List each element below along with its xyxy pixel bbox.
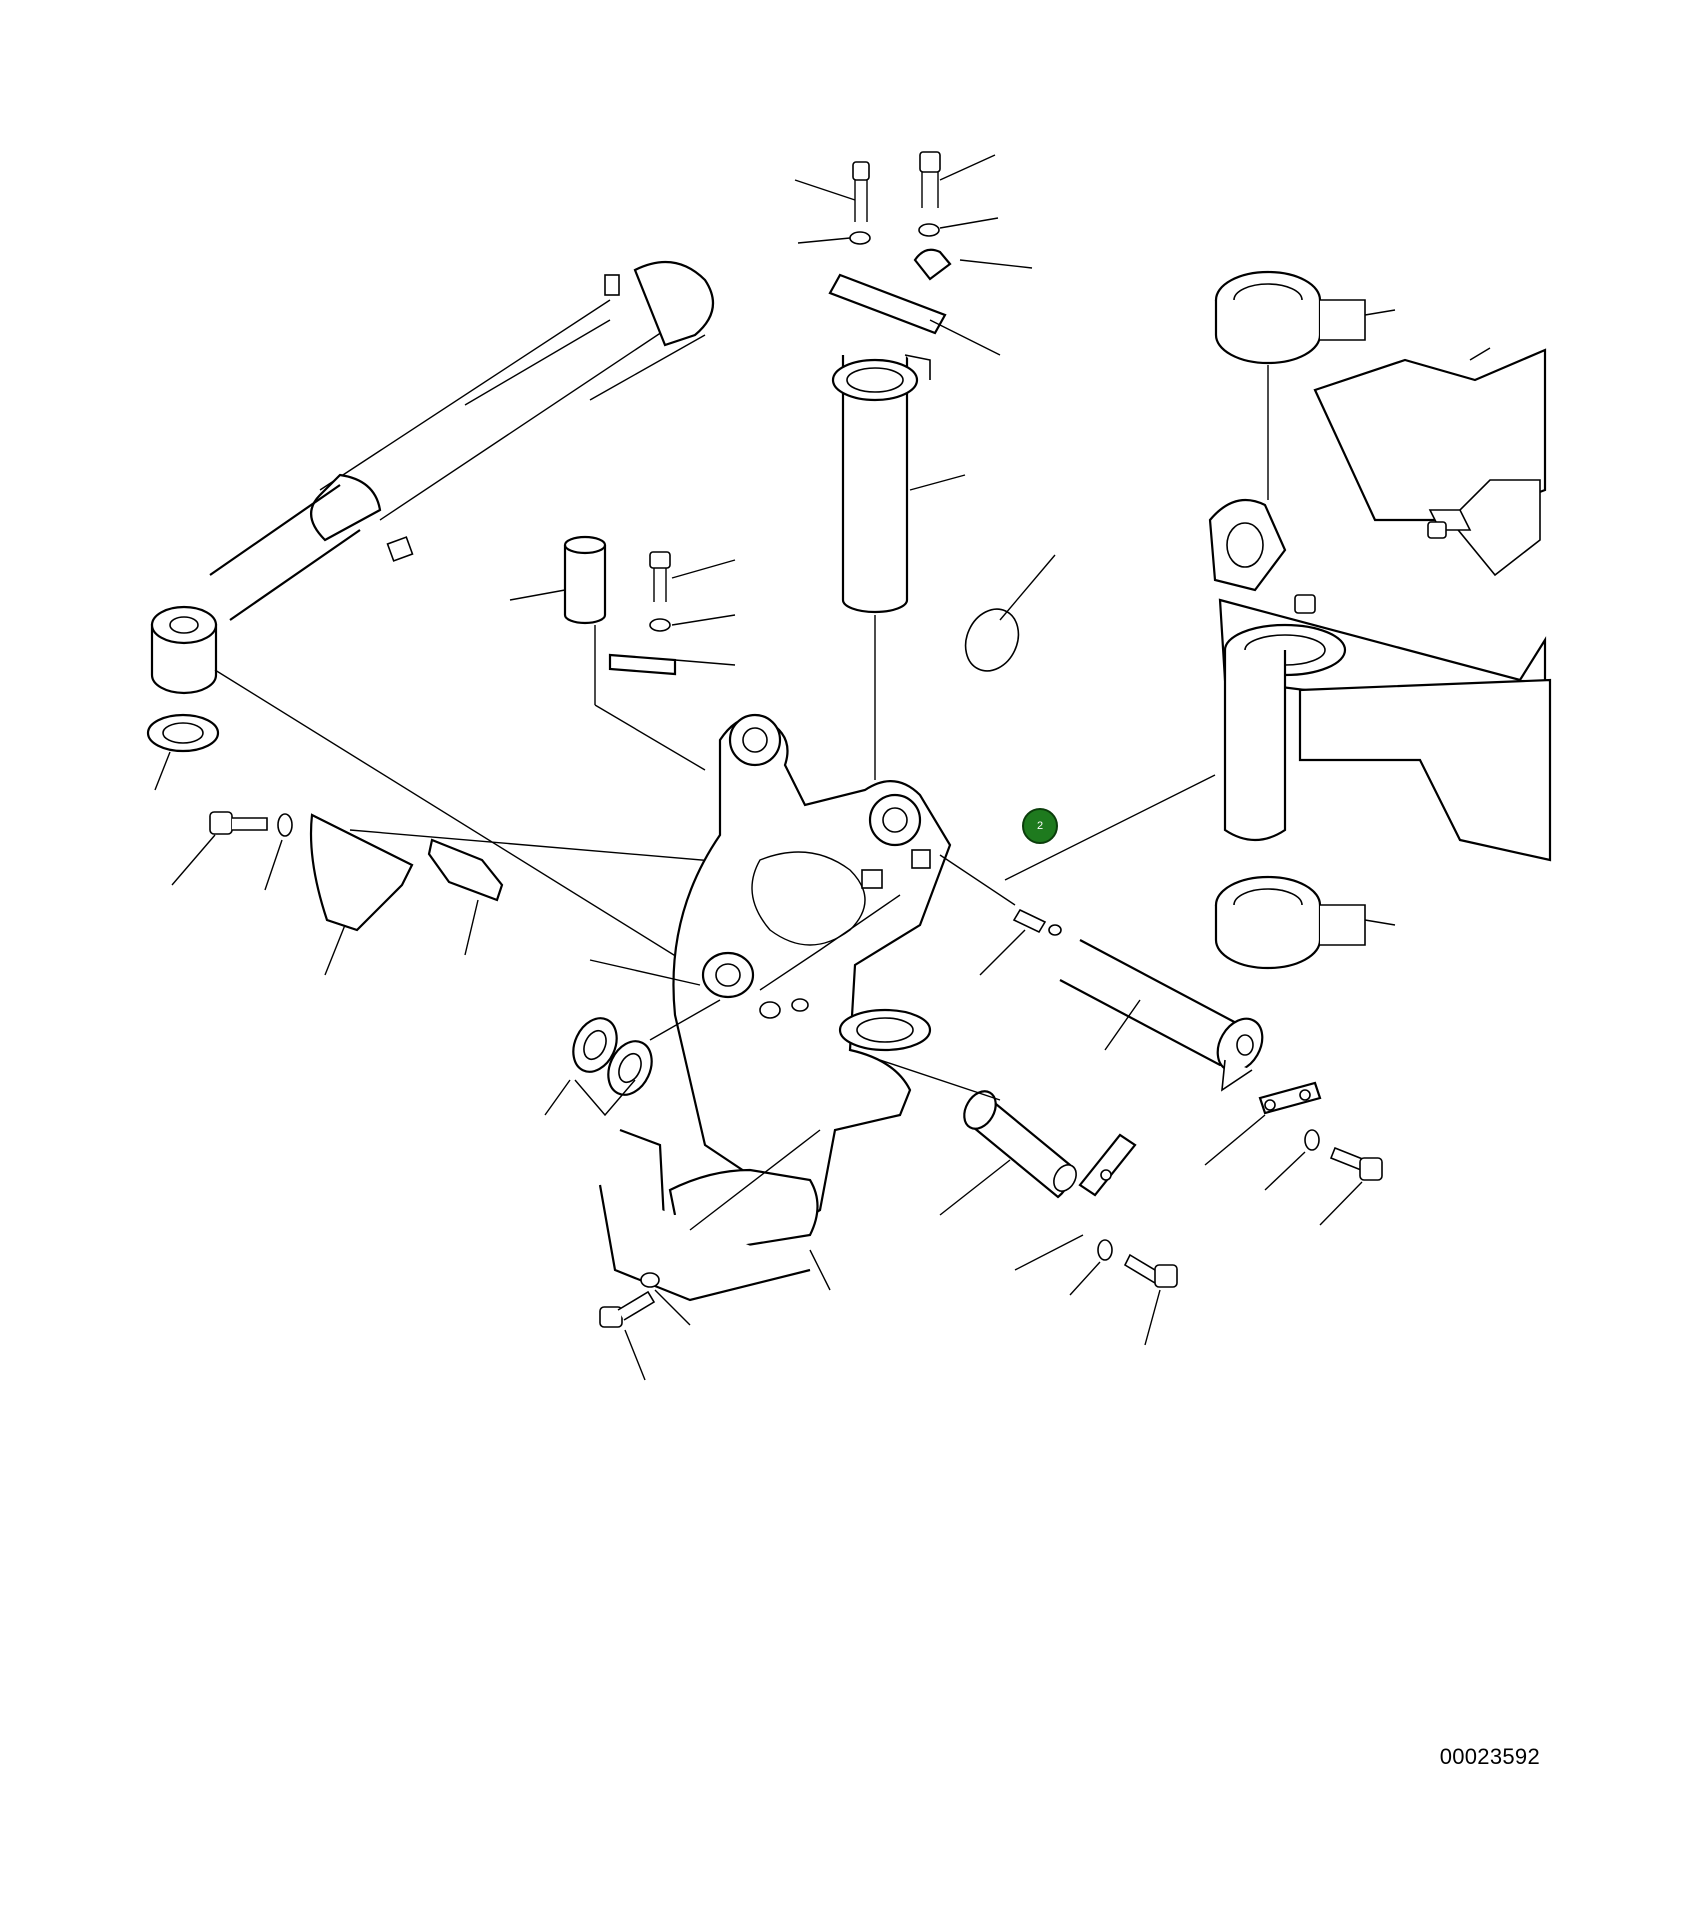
lower-left-washers xyxy=(544,999,721,1117)
cover-plate xyxy=(598,1128,831,1302)
right-hardware xyxy=(1014,1081,1383,1346)
washer xyxy=(964,608,1020,672)
grease-fitting xyxy=(939,854,1062,976)
left-hardware xyxy=(146,669,761,976)
machine-frame xyxy=(1004,270,1552,970)
part-callout-marker[interactable]: 2 xyxy=(1022,808,1058,844)
cylinder-assembly xyxy=(150,260,715,695)
top-hardware xyxy=(794,151,1033,356)
center-bracket xyxy=(589,713,952,1227)
small-pin-set xyxy=(509,535,736,771)
lower-bolts xyxy=(599,1272,691,1381)
long-pin xyxy=(831,354,966,780)
drawing-number: 00023592 xyxy=(1439,1744,1540,1769)
right-pins xyxy=(879,939,1264,1216)
